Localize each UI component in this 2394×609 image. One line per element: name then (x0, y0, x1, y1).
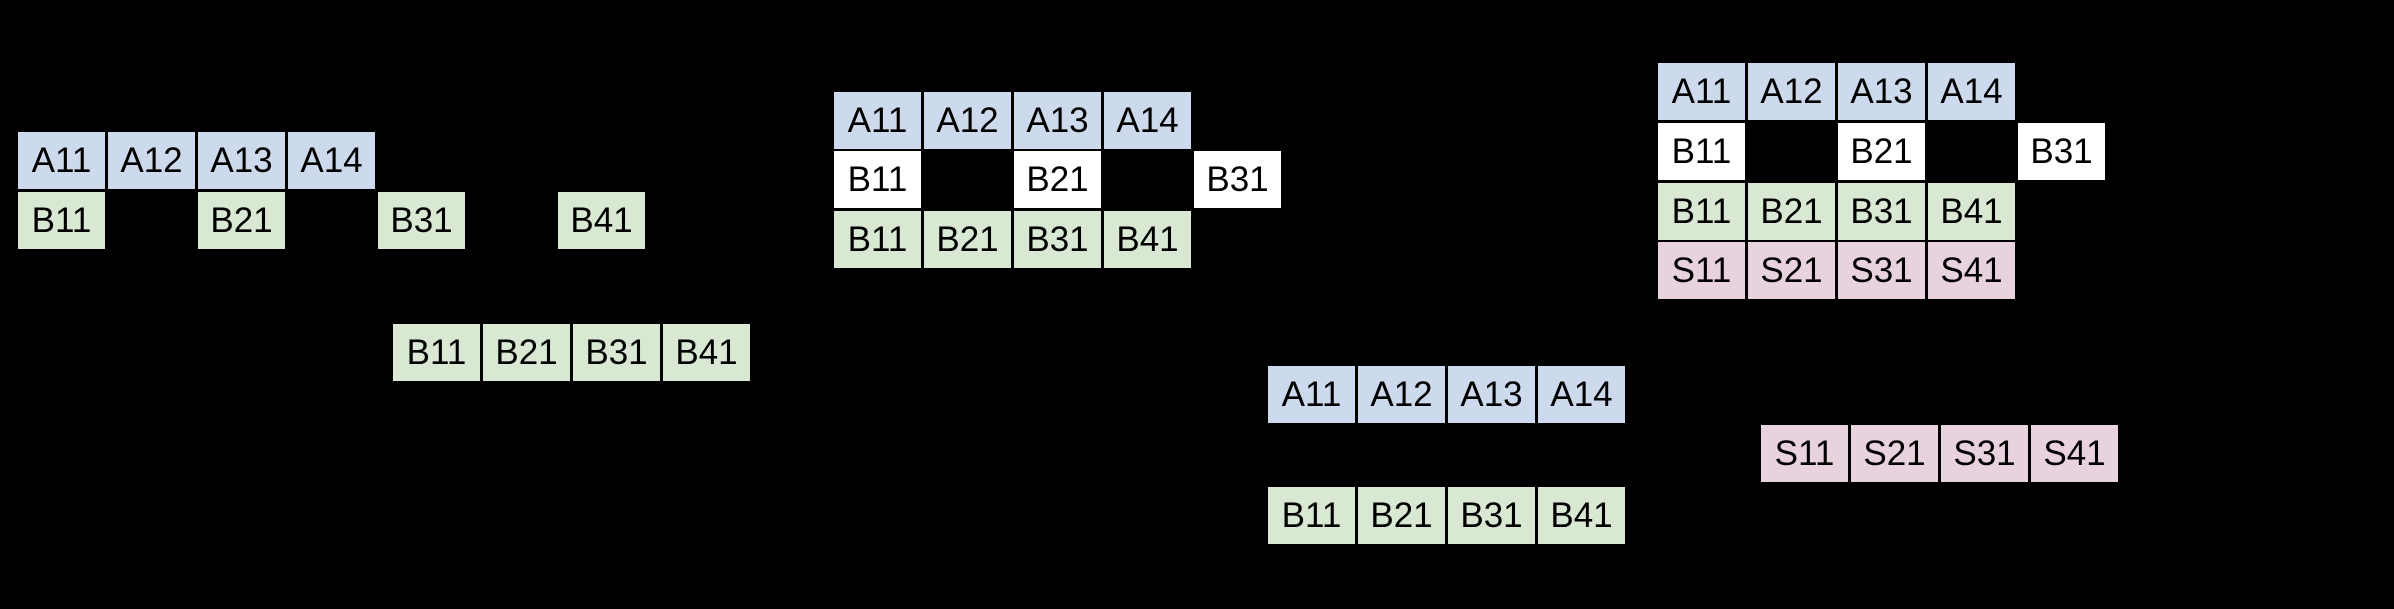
top-right-cell-s21: S21 (1748, 242, 1835, 299)
bottom-middle-cell-a11: A11 (1268, 366, 1355, 423)
top-middle-cell-a12: A12 (924, 92, 1011, 149)
top-left-cell-a13: A13 (198, 132, 285, 189)
bottom-middle-cell-b31: B31 (1448, 487, 1535, 544)
top-left-cell-b11: B11 (18, 192, 105, 249)
bottom-left-cell-b31: B31 (573, 324, 660, 381)
top-middle-cell-b21: B21 (1014, 151, 1101, 208)
bottom-left-cell-b41: B41 (663, 324, 750, 381)
bottom-right-cell-s41: S41 (2031, 425, 2118, 482)
top-right-cell-a14: A14 (1928, 63, 2015, 120)
top-middle-cell-b31: B31 (1014, 211, 1101, 268)
top-left-cell-a14: A14 (288, 132, 375, 189)
bottom-left-cell-b11: B11 (393, 324, 480, 381)
top-right-cell-b31: B31 (1838, 183, 1925, 240)
bottom-middle-cell-a14: A14 (1538, 366, 1625, 423)
bottom-right-cell-s11: S11 (1761, 425, 1848, 482)
top-right-cell-b11: B11 (1658, 123, 1745, 180)
top-left-cell-b21: B21 (198, 192, 285, 249)
top-right-cell-a13: A13 (1838, 63, 1925, 120)
bottom-middle-cell-b11: B11 (1268, 487, 1355, 544)
top-right-cell-s11: S11 (1658, 242, 1745, 299)
top-left-cell-b31: B31 (378, 192, 465, 249)
top-middle-cell-b21: B21 (924, 211, 1011, 268)
top-middle-cell-b31: B31 (1194, 151, 1281, 208)
top-middle-cell-a14: A14 (1104, 92, 1191, 149)
top-left-cell-a11: A11 (18, 132, 105, 189)
top-middle-cell-b11: B11 (834, 211, 921, 268)
top-right-cell-b41: B41 (1928, 183, 2015, 240)
top-right-cell-a11: A11 (1658, 63, 1745, 120)
bottom-middle-cell-a12: A12 (1358, 366, 1445, 423)
top-right-cell-s31: S31 (1838, 242, 1925, 299)
bottom-right-cell-s21: S21 (1851, 425, 1938, 482)
top-right-cell-b31: B31 (2018, 123, 2105, 180)
top-middle-cell-b41: B41 (1104, 211, 1191, 268)
top-middle-cell-a13: A13 (1014, 92, 1101, 149)
bottom-middle-cell-b21: B21 (1358, 487, 1445, 544)
top-left-cell-a12: A12 (108, 132, 195, 189)
top-left-cell-b41: B41 (558, 192, 645, 249)
bottom-right-cell-s31: S31 (1941, 425, 2028, 482)
top-middle-cell-b11: B11 (834, 151, 921, 208)
top-middle-cell-a11: A11 (834, 92, 921, 149)
bottom-middle-cell-b41: B41 (1538, 487, 1625, 544)
top-right-cell-a12: A12 (1748, 63, 1835, 120)
bottom-middle-cell-a13: A13 (1448, 366, 1535, 423)
top-right-cell-b21: B21 (1748, 183, 1835, 240)
top-right-cell-b21: B21 (1838, 123, 1925, 180)
bottom-left-cell-b21: B21 (483, 324, 570, 381)
top-right-cell-s41: S41 (1928, 242, 2015, 299)
top-right-cell-b11: B11 (1658, 183, 1745, 240)
